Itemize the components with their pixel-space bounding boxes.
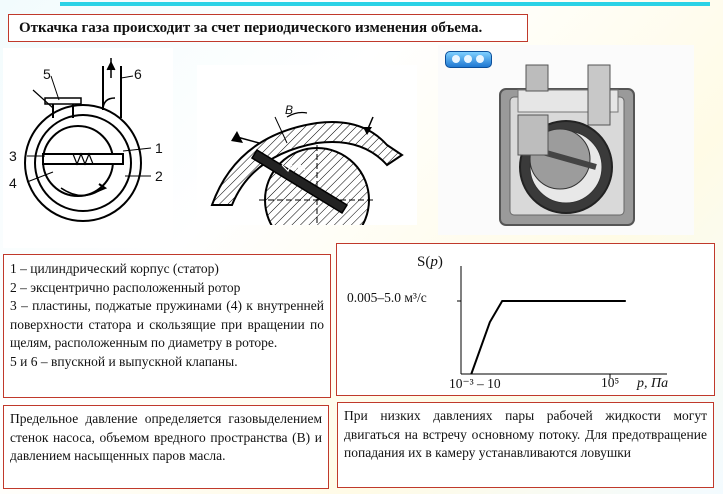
x-tick-label-low: 10⁻³ – 10 <box>449 376 501 391</box>
diagram-label-6: 6 <box>134 66 142 82</box>
pumping-speed-curve <box>470 300 626 375</box>
legend-line-1: 1 – цилиндрический корпус (статор) <box>10 261 219 276</box>
pumping-speed-chart: S(p) 0.005–5.0 м³/с 10⁻³ – 10 10⁵ p, Па <box>336 243 715 396</box>
y-tick-label: 0.005–5.0 м³/с <box>347 290 427 305</box>
legend-line-4: 5 и 6 – впускной и выпускной клапаны. <box>10 353 238 369</box>
y-axis-label-var: p <box>430 254 438 270</box>
trap-note: При низких давлениях пары рабочей жидкос… <box>337 402 714 488</box>
chart-canvas <box>457 266 667 378</box>
diagram-label-2: 2 <box>155 168 163 184</box>
ultimate-pressure-text: Предельное давление определяется газовыд… <box>10 411 322 463</box>
x-tick-label-high: 10⁵ <box>601 375 620 390</box>
pump-schematic-drawing <box>24 58 152 222</box>
legend-line-2: 2 – эксцентрично расположенный ротор <box>10 279 241 295</box>
pump-photo-drawing <box>499 64 635 226</box>
rotor-cross-section-drawing <box>210 111 404 253</box>
diagram-label-1: 1 <box>155 140 163 156</box>
pump-photo <box>438 45 694 235</box>
x-axis-label: p, Па <box>637 376 669 391</box>
legend-line-3: 3 – пластины, поджатые пружинами (4) к в… <box>10 298 324 351</box>
diagram-label-4: 4 <box>9 175 17 191</box>
pump-schematic: 5 6 3 1 4 2 <box>3 48 173 248</box>
play-button-icon[interactable] <box>445 51 492 68</box>
y-axis-label-prefix: S( <box>417 254 431 270</box>
diagram-label-3: 3 <box>9 148 17 164</box>
slide-title: Откачка газа происходит за счет периодич… <box>8 14 528 42</box>
y-axis-label: S(p) <box>417 254 443 271</box>
top-accent-bar <box>60 2 710 6</box>
rotor-cross-section: В <box>197 65 417 253</box>
dead-space-label-b: В <box>285 103 294 117</box>
trap-note-text: При низких давлениях пары рабочей жидкос… <box>344 408 707 460</box>
y-axis-label-suffix: ) <box>437 254 443 270</box>
ultimate-pressure-note: Предельное давление определяется газовыд… <box>3 405 329 489</box>
component-legend: 1 – цилиндрический корпус (статор) 2 – э… <box>3 254 331 398</box>
diagram-label-5: 5 <box>43 66 51 82</box>
